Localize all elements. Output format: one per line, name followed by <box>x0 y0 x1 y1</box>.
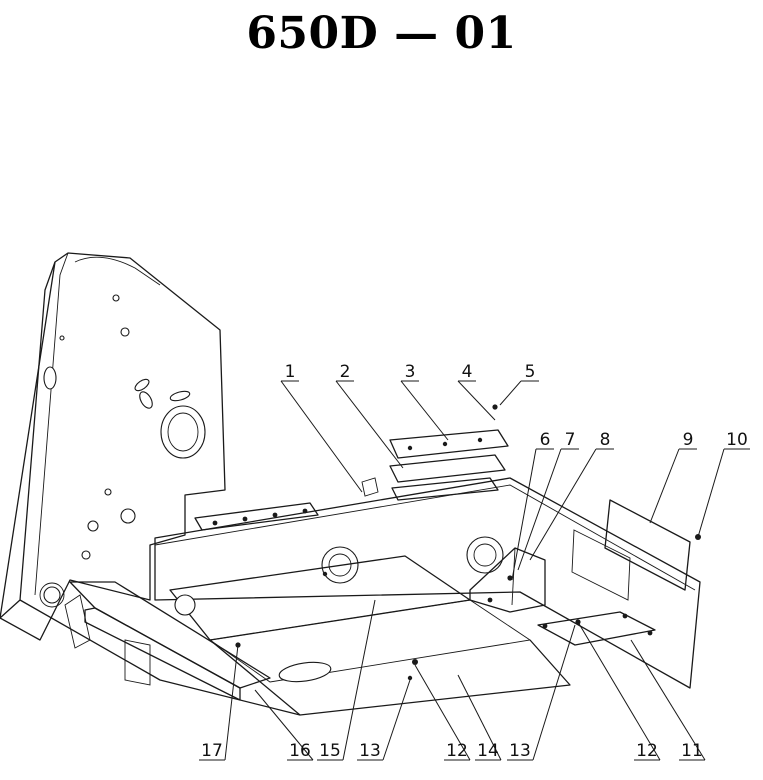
callout-leader-line <box>280 380 363 493</box>
callout-number: 13 <box>509 741 531 761</box>
callout-leader-line <box>400 380 449 441</box>
callout-number: 6 <box>540 430 551 450</box>
callout-9: 9 <box>649 430 697 524</box>
callout-number: 11 <box>681 741 703 761</box>
callout-17: 17 <box>199 644 239 761</box>
callout-number: 10 <box>726 430 748 450</box>
callout-number: 2 <box>340 362 351 382</box>
callout-number: 9 <box>683 430 694 450</box>
callout-number: 16 <box>289 741 311 761</box>
callout-11: 11 <box>630 639 706 761</box>
callout-12: 12 <box>577 621 661 761</box>
callout-number: 5 <box>525 362 536 382</box>
callout-leader-line <box>254 689 314 761</box>
callout-13: 13 <box>507 624 576 761</box>
drawing-title: 650D — 01 <box>246 8 517 59</box>
callout-number: 4 <box>462 362 473 382</box>
callout-leader-line <box>532 624 576 761</box>
callout-12: 12 <box>414 664 471 761</box>
callout-leader-line <box>335 380 404 469</box>
callout-leader-line <box>342 599 376 761</box>
callout-leader-line <box>511 448 537 581</box>
callout-5: 5 <box>499 362 539 406</box>
callout-leader-line <box>414 664 471 761</box>
callout-number: 14 <box>477 741 499 761</box>
callout-number: 12 <box>446 741 468 761</box>
callout-13: 13 <box>357 679 411 761</box>
right-cover-plate <box>537 611 656 646</box>
callout-8: 8 <box>529 430 614 561</box>
callout-leader-line <box>499 380 522 406</box>
callout-number: 3 <box>405 362 416 382</box>
callout-number: 7 <box>565 430 576 450</box>
callout-number: 15 <box>319 741 341 761</box>
callout-16: 16 <box>254 689 314 761</box>
callout-number: 1 <box>285 362 296 382</box>
callout-leader-line <box>649 448 680 524</box>
callout-leader-line <box>382 679 411 761</box>
callout-number: 12 <box>636 741 658 761</box>
callout-number: 17 <box>201 741 223 761</box>
left-side-frame <box>0 252 226 641</box>
callout-leader-line <box>577 621 661 761</box>
callout-15: 15 <box>317 599 376 761</box>
callout-6: 6 <box>511 430 554 581</box>
callout-10: 10 <box>697 430 750 538</box>
callout-2: 2 <box>335 362 404 469</box>
callout-leader-line <box>517 448 562 571</box>
callout-leader-line <box>457 674 502 761</box>
callout-leader-line <box>529 448 597 561</box>
callout-number: 13 <box>359 741 381 761</box>
callout-number: 8 <box>600 430 611 450</box>
callout-leader-line <box>630 639 706 761</box>
callout-3: 3 <box>400 362 449 441</box>
callout-leader-line <box>457 380 496 421</box>
right-end-plate <box>571 499 701 601</box>
callout-leader-line <box>224 644 239 761</box>
callout-7: 7 <box>517 430 579 571</box>
callout-14: 14 <box>457 674 502 761</box>
top-cover-plates <box>194 404 509 531</box>
rear-wall-panel <box>154 477 701 689</box>
callout-4: 4 <box>457 362 496 421</box>
callout-1: 1 <box>280 362 363 493</box>
callout-leader-line <box>697 448 725 538</box>
